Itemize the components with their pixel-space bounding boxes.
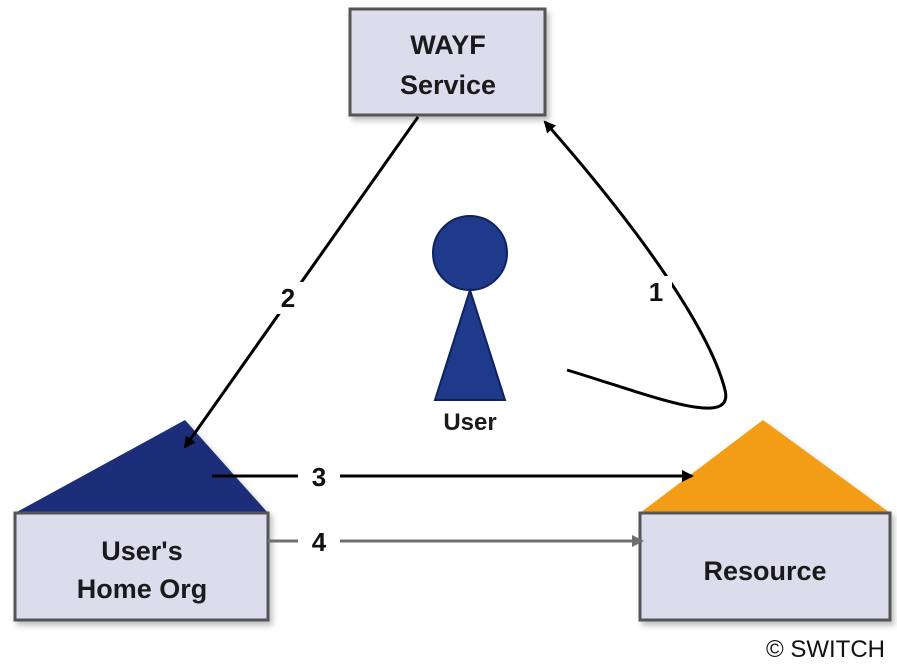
arrow-1-label-bg: [640, 276, 672, 308]
arrow-4-label: 4: [312, 527, 327, 557]
arrow-3-label-bg: [298, 459, 340, 493]
wayf-label-line2: Service: [400, 70, 496, 100]
arrow-1-line: [543, 120, 728, 410]
user-body: [433, 286, 507, 401]
wayf-service-node: WAYF Service: [348, 7, 547, 117]
home-org-label-line1: User's: [101, 536, 182, 566]
wayf-label-line1: WAYF: [410, 30, 486, 60]
home-org-box: [13, 511, 270, 622]
arrow-step-3: 3: [212, 459, 694, 493]
resource-box: [638, 511, 892, 622]
user-label: User: [443, 409, 496, 436]
resource-node: Resource: [638, 420, 892, 622]
arrow-step-1: 1: [543, 120, 728, 410]
arrow-4-label-bg: [298, 524, 340, 558]
arrow-2-label: 2: [281, 283, 295, 313]
arrow-step-2: 2: [183, 116, 420, 449]
copyright-notice: © SWITCH: [765, 636, 885, 663]
arrow-step-4: 4: [268, 524, 644, 558]
wayf-service-box: [348, 7, 547, 117]
home-org-label-line2: Home Org: [77, 574, 208, 604]
user-figure: User: [432, 215, 508, 436]
resource-roof: [640, 420, 890, 513]
arrow-2-label-bg: [272, 282, 304, 314]
resource-label: Resource: [703, 556, 826, 586]
user-head: [432, 215, 508, 291]
home-org-node: User's Home Org: [13, 420, 270, 622]
arrow-3-label: 3: [312, 462, 326, 492]
home-org-roof: [15, 420, 268, 513]
arrow-1-label: 1: [649, 277, 663, 307]
